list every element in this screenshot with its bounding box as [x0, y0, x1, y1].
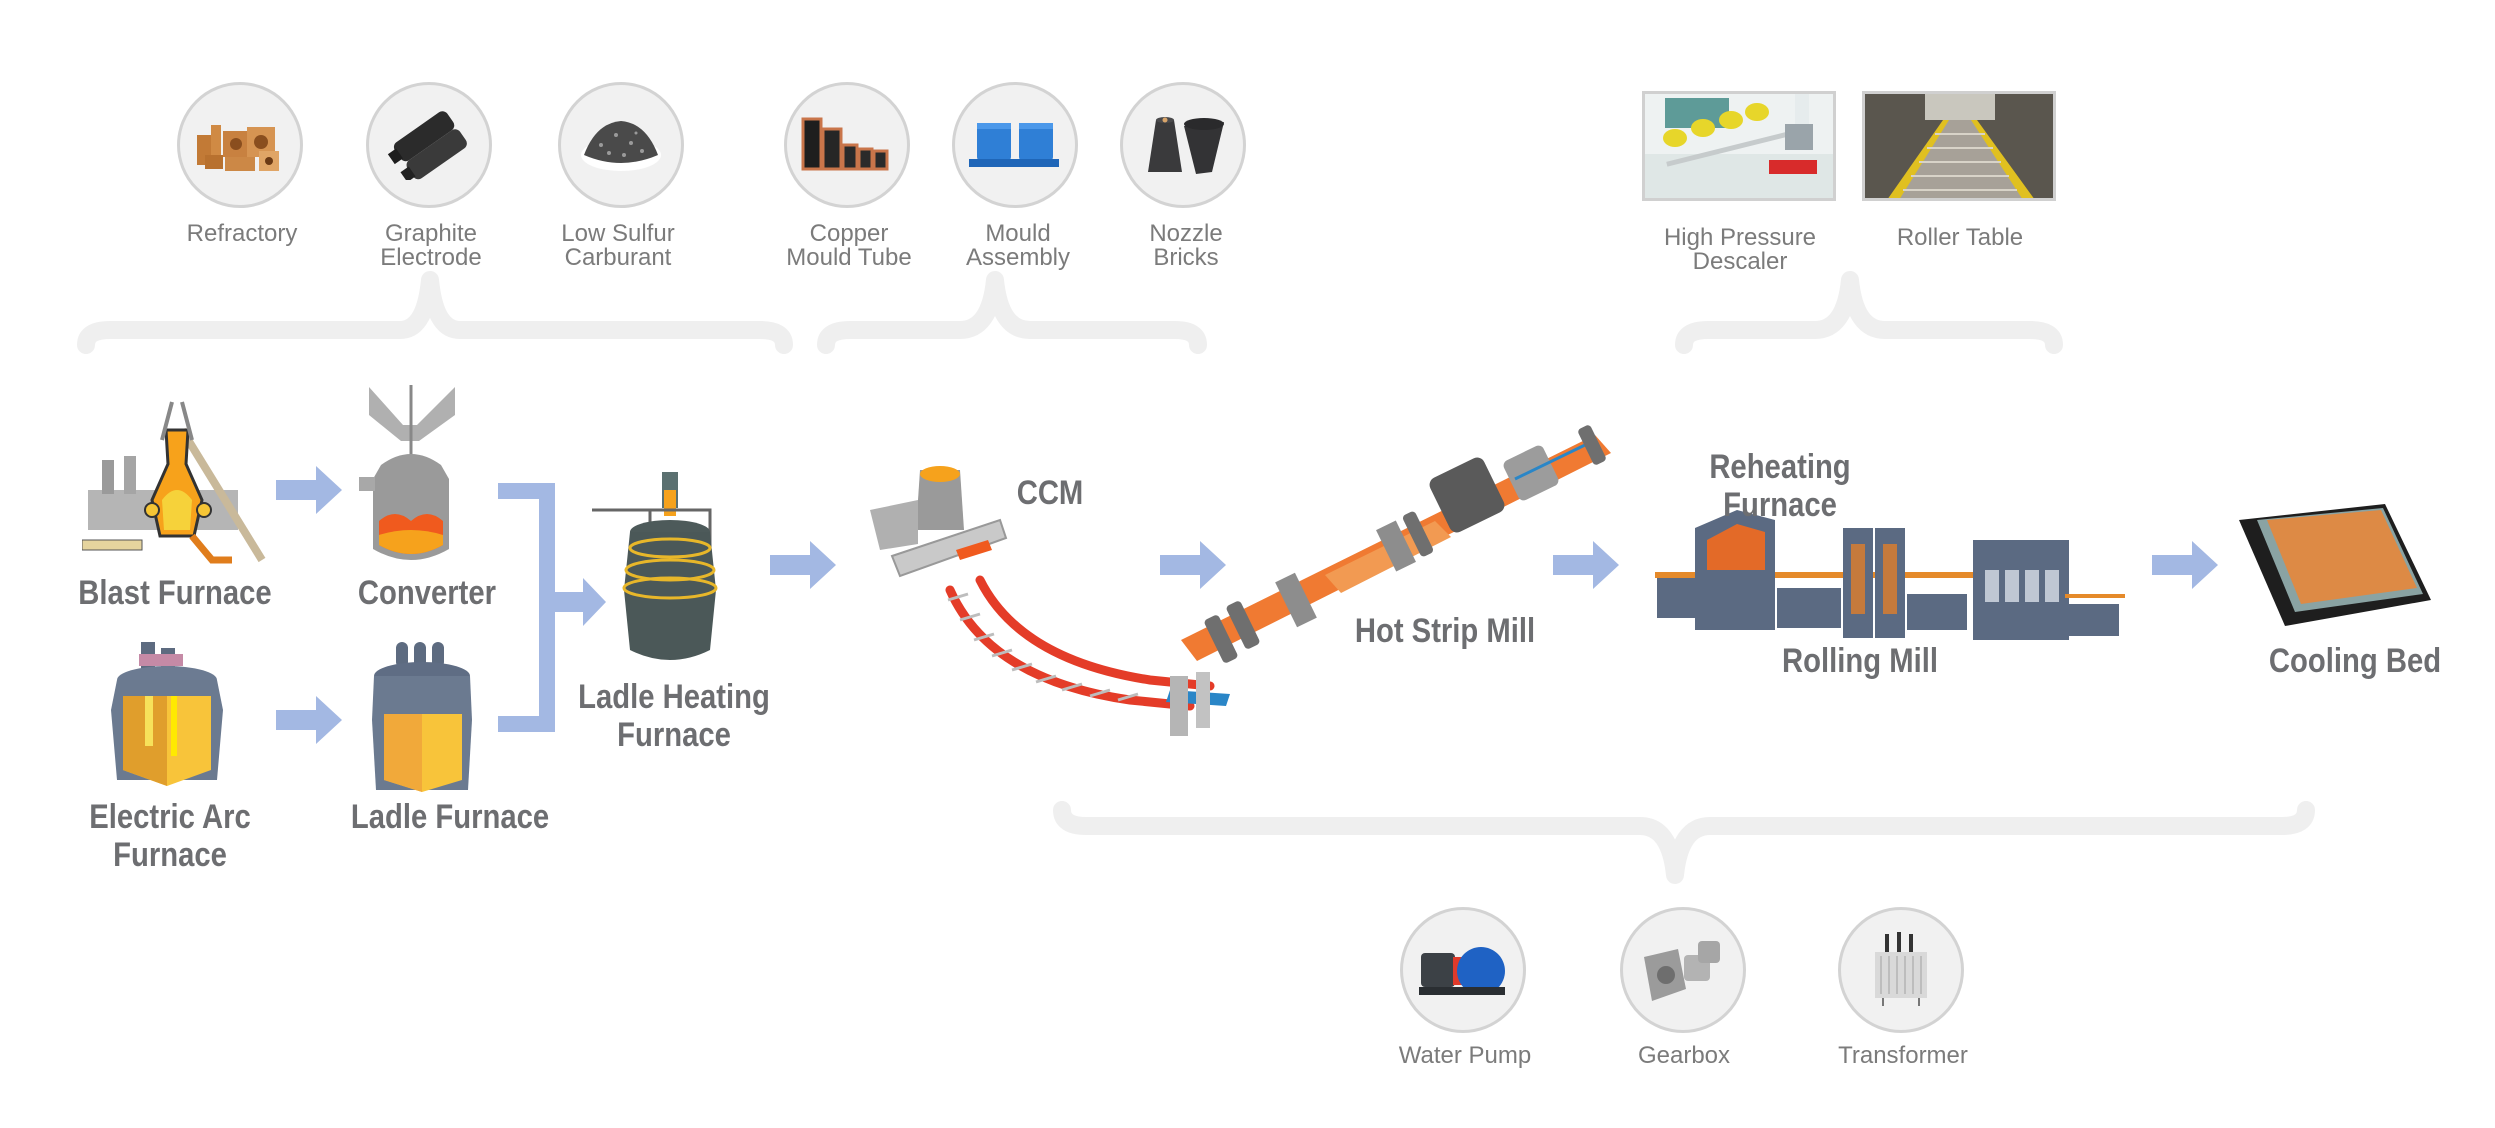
high-pressure-descaler-photo[interactable]	[1642, 91, 1836, 201]
water-pump-label: Water Pump	[1398, 1042, 1532, 1069]
gearbox-label: Gearbox	[1637, 1042, 1731, 1069]
blast-furnace-illustration[interactable]	[82, 400, 272, 570]
ladle-heating-furnace-label: Ladle Heating Furnace	[578, 678, 770, 754]
electric-arc-furnace-illustration[interactable]	[105, 640, 235, 790]
hot-strip-mill-label: Hot Strip Mill	[1354, 612, 1536, 650]
descaler-label: High Pressure Descaler	[1663, 224, 1817, 275]
graphite-electrode-icon	[387, 111, 467, 180]
graphite-electrode-label: Graphite Electrode	[380, 220, 482, 271]
nozzle-bricks-icon	[1148, 117, 1224, 174]
cooling-bed-illustration[interactable]	[2235, 500, 2435, 630]
ccm-label: CCM	[1016, 474, 1084, 512]
mould-assembly-circle[interactable]	[952, 82, 1078, 208]
electric-arc-furnace-label: Electric Arc Furnace	[89, 798, 251, 874]
arrow-to-rolling-mill	[1553, 541, 1619, 589]
copper-mould-tube-circle[interactable]	[784, 82, 910, 208]
ladle-furnace-illustration[interactable]	[368, 640, 478, 795]
carburant-icon	[581, 121, 661, 171]
mould-assembly-label: Mould Assembly	[965, 220, 1071, 271]
arrow-to-ccm	[770, 541, 836, 589]
transformer-circle[interactable]	[1838, 907, 1964, 1033]
bracket-merge-to-ladle-heating	[498, 483, 606, 732]
hot-strip-mill-illustration[interactable]	[1175, 425, 1625, 675]
transformer-icon	[1875, 932, 1927, 1006]
converter-label: Converter	[357, 574, 497, 612]
refractory-label: Refractory	[186, 220, 298, 247]
arrow-to-cooling-bed	[2152, 541, 2218, 589]
brace-rolling-equipment	[1675, 271, 2063, 354]
roller-table-photo	[1865, 94, 2053, 198]
nozzle-bricks-label: Nozzle Bricks	[1149, 220, 1223, 271]
ladle-heating-furnace-illustration[interactable]	[590, 470, 725, 670]
mould-assembly-icon	[969, 123, 1059, 167]
water-pump-icon	[1419, 947, 1505, 995]
arrow-blast-to-converter	[276, 466, 342, 514]
rolling-mill-label: Rolling Mill	[1782, 642, 1938, 680]
descaler-photo	[1645, 94, 1833, 198]
roller-table-photo-frame[interactable]	[1862, 91, 2056, 201]
brace-steelmaking-consumables	[77, 271, 793, 354]
nozzle-bricks-circle[interactable]	[1120, 82, 1246, 208]
ccm-illustration[interactable]	[870, 460, 1250, 750]
gearbox-icon	[1644, 941, 1720, 1001]
rolling-mill-illustration[interactable]	[1655, 510, 2125, 640]
ladle-furnace-label: Ladle Furnace	[350, 798, 550, 836]
arrow-eaf-to-ladle-furnace	[276, 696, 342, 744]
brace-casting-consumables	[817, 271, 1207, 354]
converter-illustration[interactable]	[355, 385, 465, 570]
refractory-bricks-icon	[197, 125, 279, 171]
blast-furnace-label: Blast Furnace	[78, 574, 272, 612]
refractory-circle[interactable]	[177, 82, 303, 208]
brace-auxiliary-equipment	[1053, 801, 2315, 884]
reheating-furnace-label: Reheating Furnace	[1709, 448, 1851, 524]
copper-mould-tube-label: Copper Mould Tube	[786, 220, 912, 271]
transformer-label: Transformer	[1838, 1042, 1968, 1069]
arrow-to-hot-strip-mill	[1160, 541, 1226, 589]
carburant-circle[interactable]	[558, 82, 684, 208]
cooling-bed-label: Cooling Bed	[2268, 642, 2442, 680]
water-pump-circle[interactable]	[1400, 907, 1526, 1033]
gearbox-circle[interactable]	[1620, 907, 1746, 1033]
copper-mould-tube-icon	[801, 117, 889, 171]
graphite-electrode-circle[interactable]	[366, 82, 492, 208]
roller-table-label: Roller Table	[1896, 224, 2024, 251]
carburant-label: Low Sulfur Carburant	[561, 220, 675, 271]
